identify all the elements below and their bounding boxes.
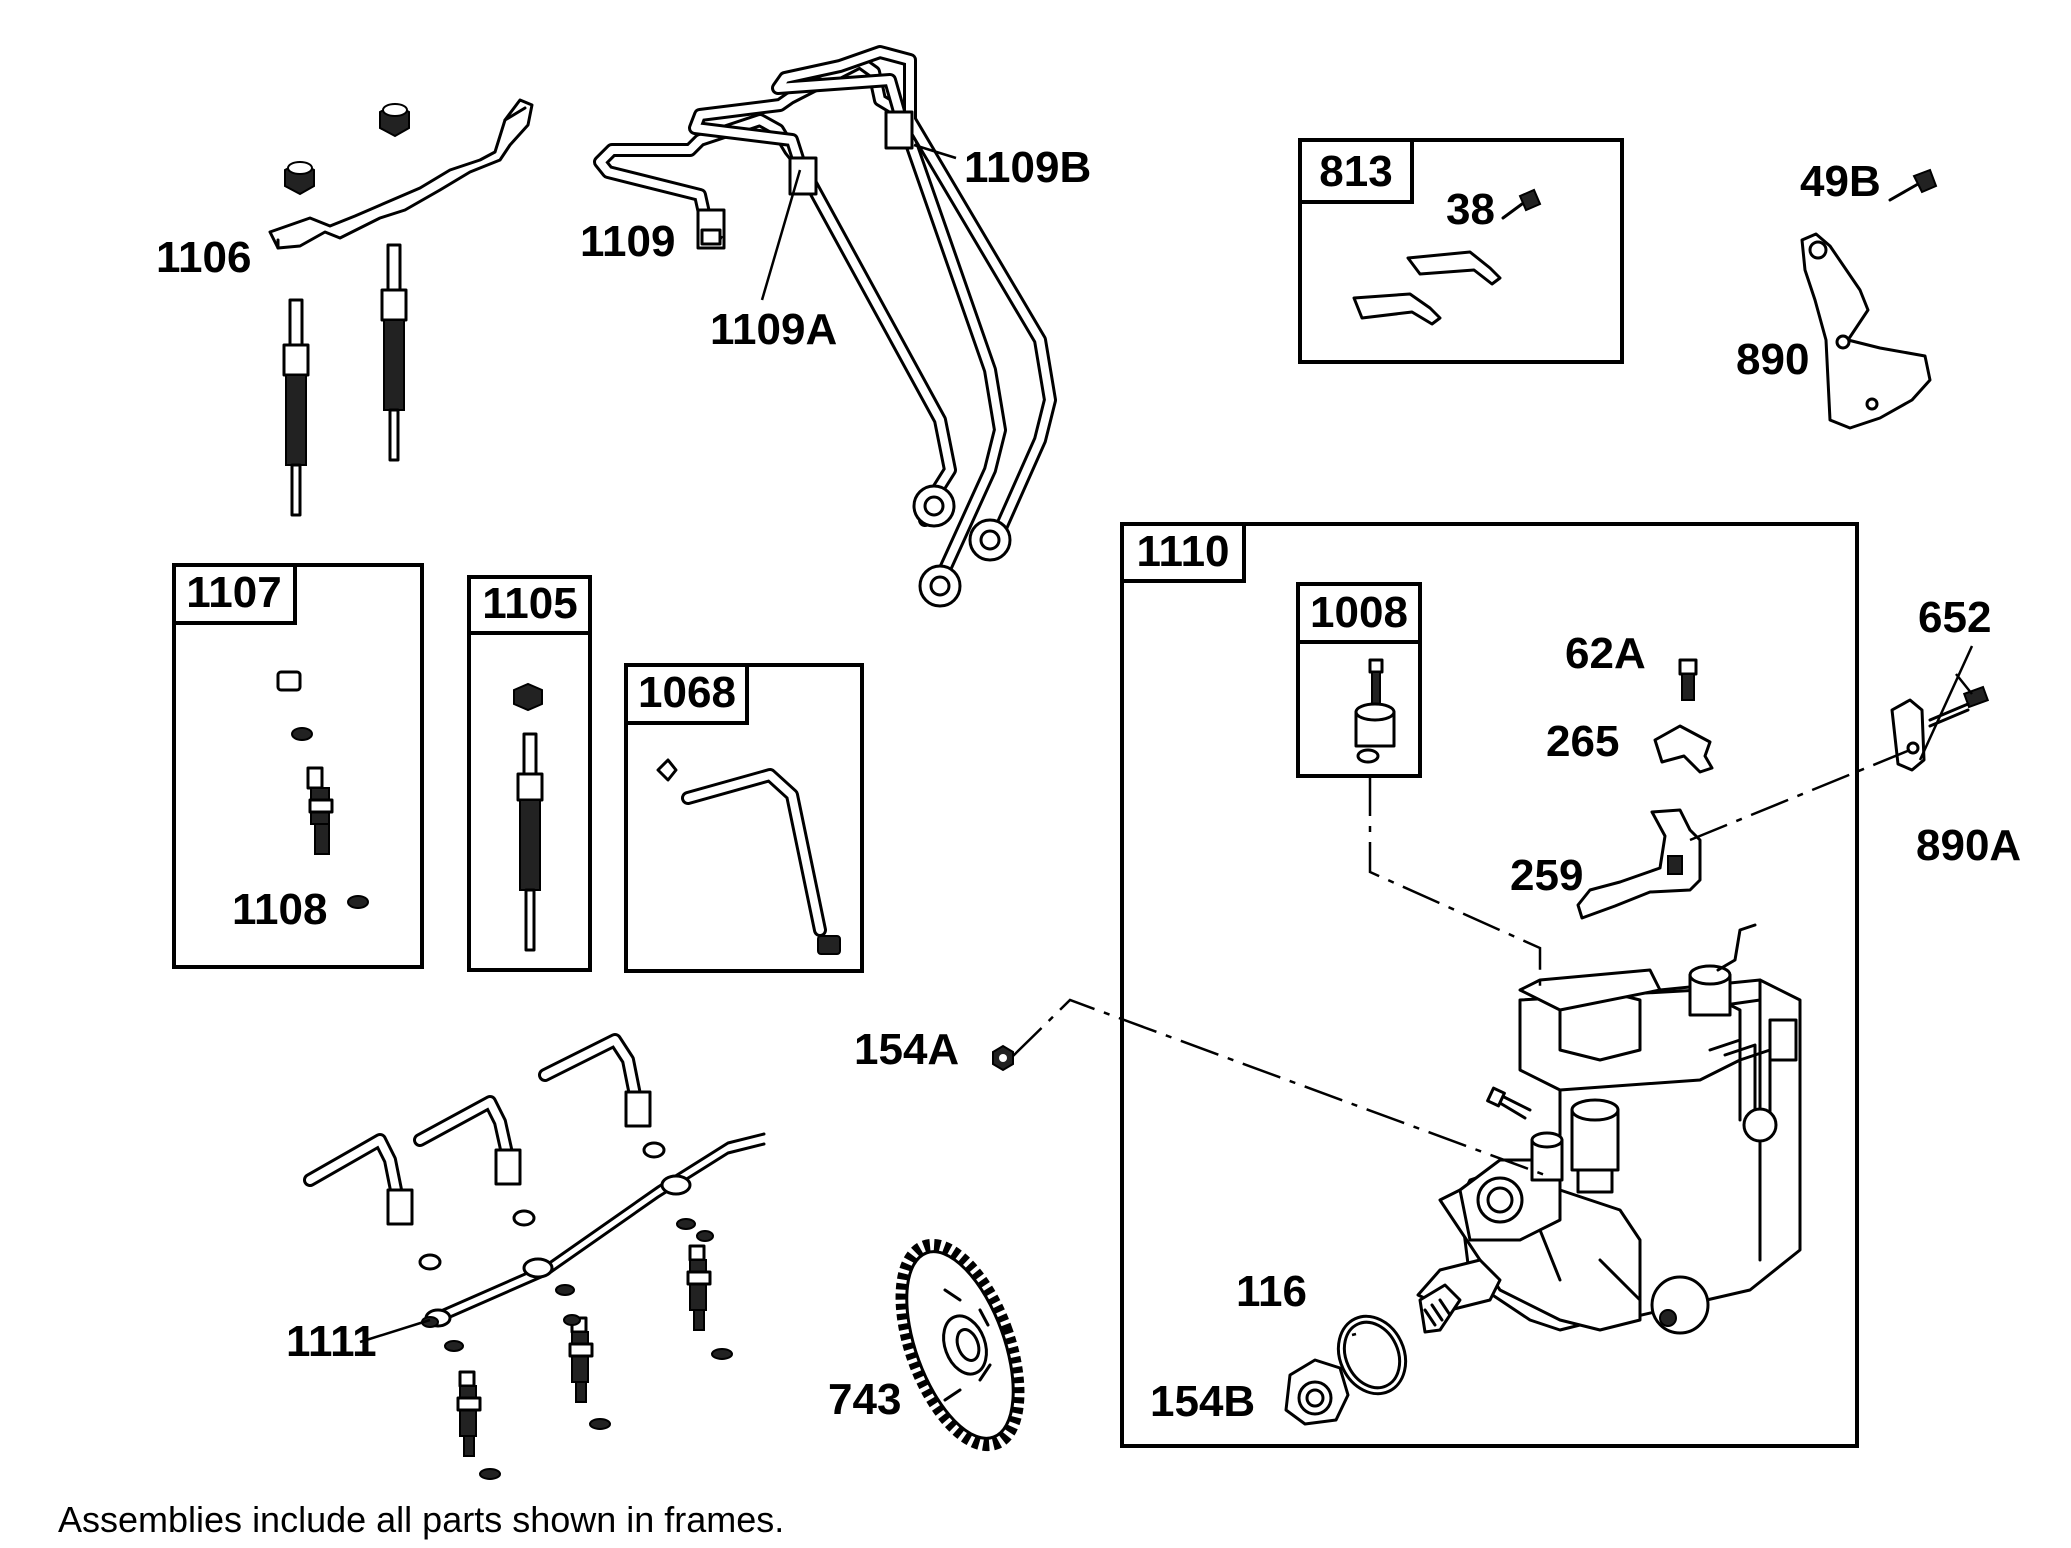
- part-1111-injector-3: [686, 1244, 733, 1360]
- part-38-bolt: [1501, 188, 1542, 220]
- part-1109-injector-lines: [593, 45, 1057, 592]
- part-1111-injector-assembly: [303, 1033, 766, 1480]
- dash-lines: [1012, 748, 1911, 1177]
- callout-1109B: 1109B: [964, 143, 1091, 192]
- part-1109-fitting: [696, 208, 726, 250]
- frame-label-1068: 1068: [638, 668, 736, 717]
- part-1111-injector-1: [456, 1370, 501, 1480]
- part-1106-nut-right: [379, 102, 410, 138]
- callout-1109A: 1109A: [710, 305, 837, 354]
- part-1106-nut-left: [284, 160, 315, 196]
- frame-1008: 1008: [1296, 582, 1422, 778]
- frame-label-1105: 1105: [482, 579, 577, 628]
- callout-154A: 154A: [854, 1025, 959, 1074]
- part-154B-nut: [1284, 1358, 1350, 1426]
- part-1106-bracket: [268, 98, 534, 250]
- part-1109-nuts: [912, 484, 1012, 608]
- frame-label-1008: 1008: [1310, 588, 1408, 637]
- callout-743: 743: [828, 1375, 901, 1424]
- part-1111-injector-2: [568, 1316, 611, 1430]
- callout-154B: 154B: [1150, 1377, 1255, 1426]
- callout-890: 890: [1736, 335, 1809, 384]
- part-1109B-fitting: [884, 110, 914, 150]
- part-116-o-ring: [1336, 1314, 1408, 1396]
- callout-890A: 890A: [1916, 821, 2021, 870]
- callout-116: 116: [1236, 1267, 1307, 1316]
- frame-label-1110: 1110: [1136, 527, 1229, 576]
- part-743-gear: [895, 1238, 1025, 1452]
- callout-38: 38: [1446, 185, 1495, 234]
- part-62A-bolt: [1678, 658, 1698, 701]
- callout-1111: 1111: [286, 1317, 377, 1366]
- part-1106-glow-plug-left: [282, 298, 310, 517]
- part-1107-parts: [276, 670, 369, 909]
- frame-813: 813: [1298, 138, 1624, 364]
- callout-49B: 49B: [1800, 157, 1881, 206]
- part-1008-screw: [1354, 658, 1396, 764]
- part-1068-hose: [656, 758, 841, 955]
- callout-652: 652: [1918, 593, 1991, 642]
- part-813-clip-upper: [1406, 250, 1502, 286]
- frame-1068: 1068: [624, 663, 864, 973]
- part-1105-glow-plug: [513, 682, 544, 952]
- part-259-bracket: [1576, 808, 1702, 920]
- frame-1107: 1107: [172, 563, 424, 969]
- frame-label-813: 813: [1319, 147, 1392, 196]
- part-890A-bracket: [1890, 698, 1926, 772]
- callout-1109: 1109: [580, 217, 675, 266]
- frame-1105: 1105: [467, 575, 592, 972]
- callout-259: 259: [1510, 851, 1583, 900]
- frame-1110: 1110: [1120, 522, 1859, 1448]
- callout-1106: 1106: [156, 233, 251, 282]
- frame-label-1107: 1107: [186, 568, 281, 617]
- part-1109A-fitting: [788, 156, 818, 196]
- assemblies-note: Assemblies include all parts shown in fr…: [58, 1499, 784, 1540]
- part-890-bracket: [1800, 232, 1932, 430]
- callout-62A: 62A: [1565, 629, 1646, 678]
- part-265-clip: [1653, 724, 1714, 774]
- callout-1108: 1108: [232, 885, 327, 934]
- part-154A-nut: [992, 1044, 1014, 1072]
- leader-lines: [359, 143, 1974, 1344]
- callout-265: 265: [1546, 717, 1619, 766]
- part-49B-bolt: [1888, 168, 1938, 202]
- part-1106-glow-plug-right: [380, 243, 408, 462]
- part-1110-injection-pump: [1416, 923, 1802, 1335]
- part-813-clip-lower: [1352, 292, 1442, 326]
